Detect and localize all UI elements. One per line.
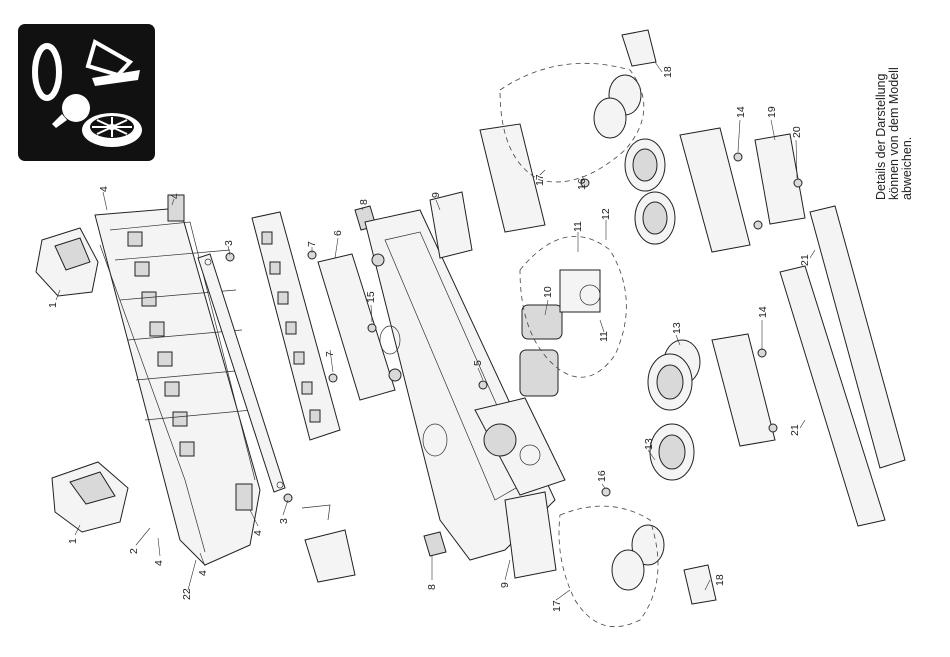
callout-13b: 13 <box>643 438 655 450</box>
callout-16b: 16 <box>596 470 608 482</box>
callout-11b: 11 <box>598 331 610 342</box>
callout-16a: 16 <box>576 178 588 190</box>
light-assembly <box>305 530 355 582</box>
callout-3a: 3 <box>223 240 235 246</box>
coupler-lower <box>684 565 716 604</box>
callout-18b: 18 <box>714 574 726 586</box>
plate-small-lower <box>424 532 446 556</box>
callout-10: 10 <box>542 286 554 298</box>
callout-14a: 14 <box>735 106 747 118</box>
callout-17a: 17 <box>534 174 546 186</box>
gauge-0-maintenance-icon <box>18 24 155 161</box>
cab-end-upper <box>36 228 98 296</box>
callout-22: 22 <box>181 588 193 600</box>
callout-8a: 8 <box>358 199 370 205</box>
callout-14b: 14 <box>757 306 769 318</box>
callout-15: 15 <box>365 291 377 303</box>
sand-pipe <box>302 505 330 520</box>
callout-12: 12 <box>600 208 612 220</box>
callout-9b: 9 <box>499 582 511 588</box>
disclaimer-note: Details der Darstellung können von dem M… <box>875 20 914 200</box>
callout-2: 2 <box>128 548 140 554</box>
callout-3b: 3 <box>278 518 290 524</box>
callout-18a: 18 <box>662 66 674 78</box>
callout-1b: 1 <box>67 538 79 544</box>
window-insert <box>252 212 340 440</box>
callout-17b: 17 <box>551 600 563 612</box>
callout-4e: 4 <box>252 530 264 536</box>
cab-end-lower <box>52 462 128 532</box>
callout-9a: 9 <box>430 192 442 198</box>
disclaimer-line-3: abweichen. <box>901 20 914 200</box>
bogie-frame-upper <box>680 128 750 252</box>
callout-4b: 4 <box>169 193 181 199</box>
callout-11a: 11 <box>572 221 584 232</box>
callout-4d: 4 <box>197 570 209 576</box>
callout-6: 6 <box>332 230 344 236</box>
callout-8b: 8 <box>426 584 438 590</box>
coupler-upper <box>622 30 656 66</box>
callout-13a: 13 <box>671 322 683 334</box>
callout-1a: 1 <box>47 302 59 308</box>
callout-5: 5 <box>472 360 484 366</box>
callout-7b: 7 <box>324 351 336 357</box>
callout-20: 20 <box>791 126 803 138</box>
callout-4a: 4 <box>98 186 110 192</box>
wheelsets-lower <box>612 340 700 590</box>
callout-19: 19 <box>766 106 778 118</box>
callout-21a: 21 <box>799 254 811 266</box>
callout-7a: 7 <box>306 241 318 247</box>
callout-21b: 21 <box>789 424 801 436</box>
callout-4c: 4 <box>153 560 165 566</box>
